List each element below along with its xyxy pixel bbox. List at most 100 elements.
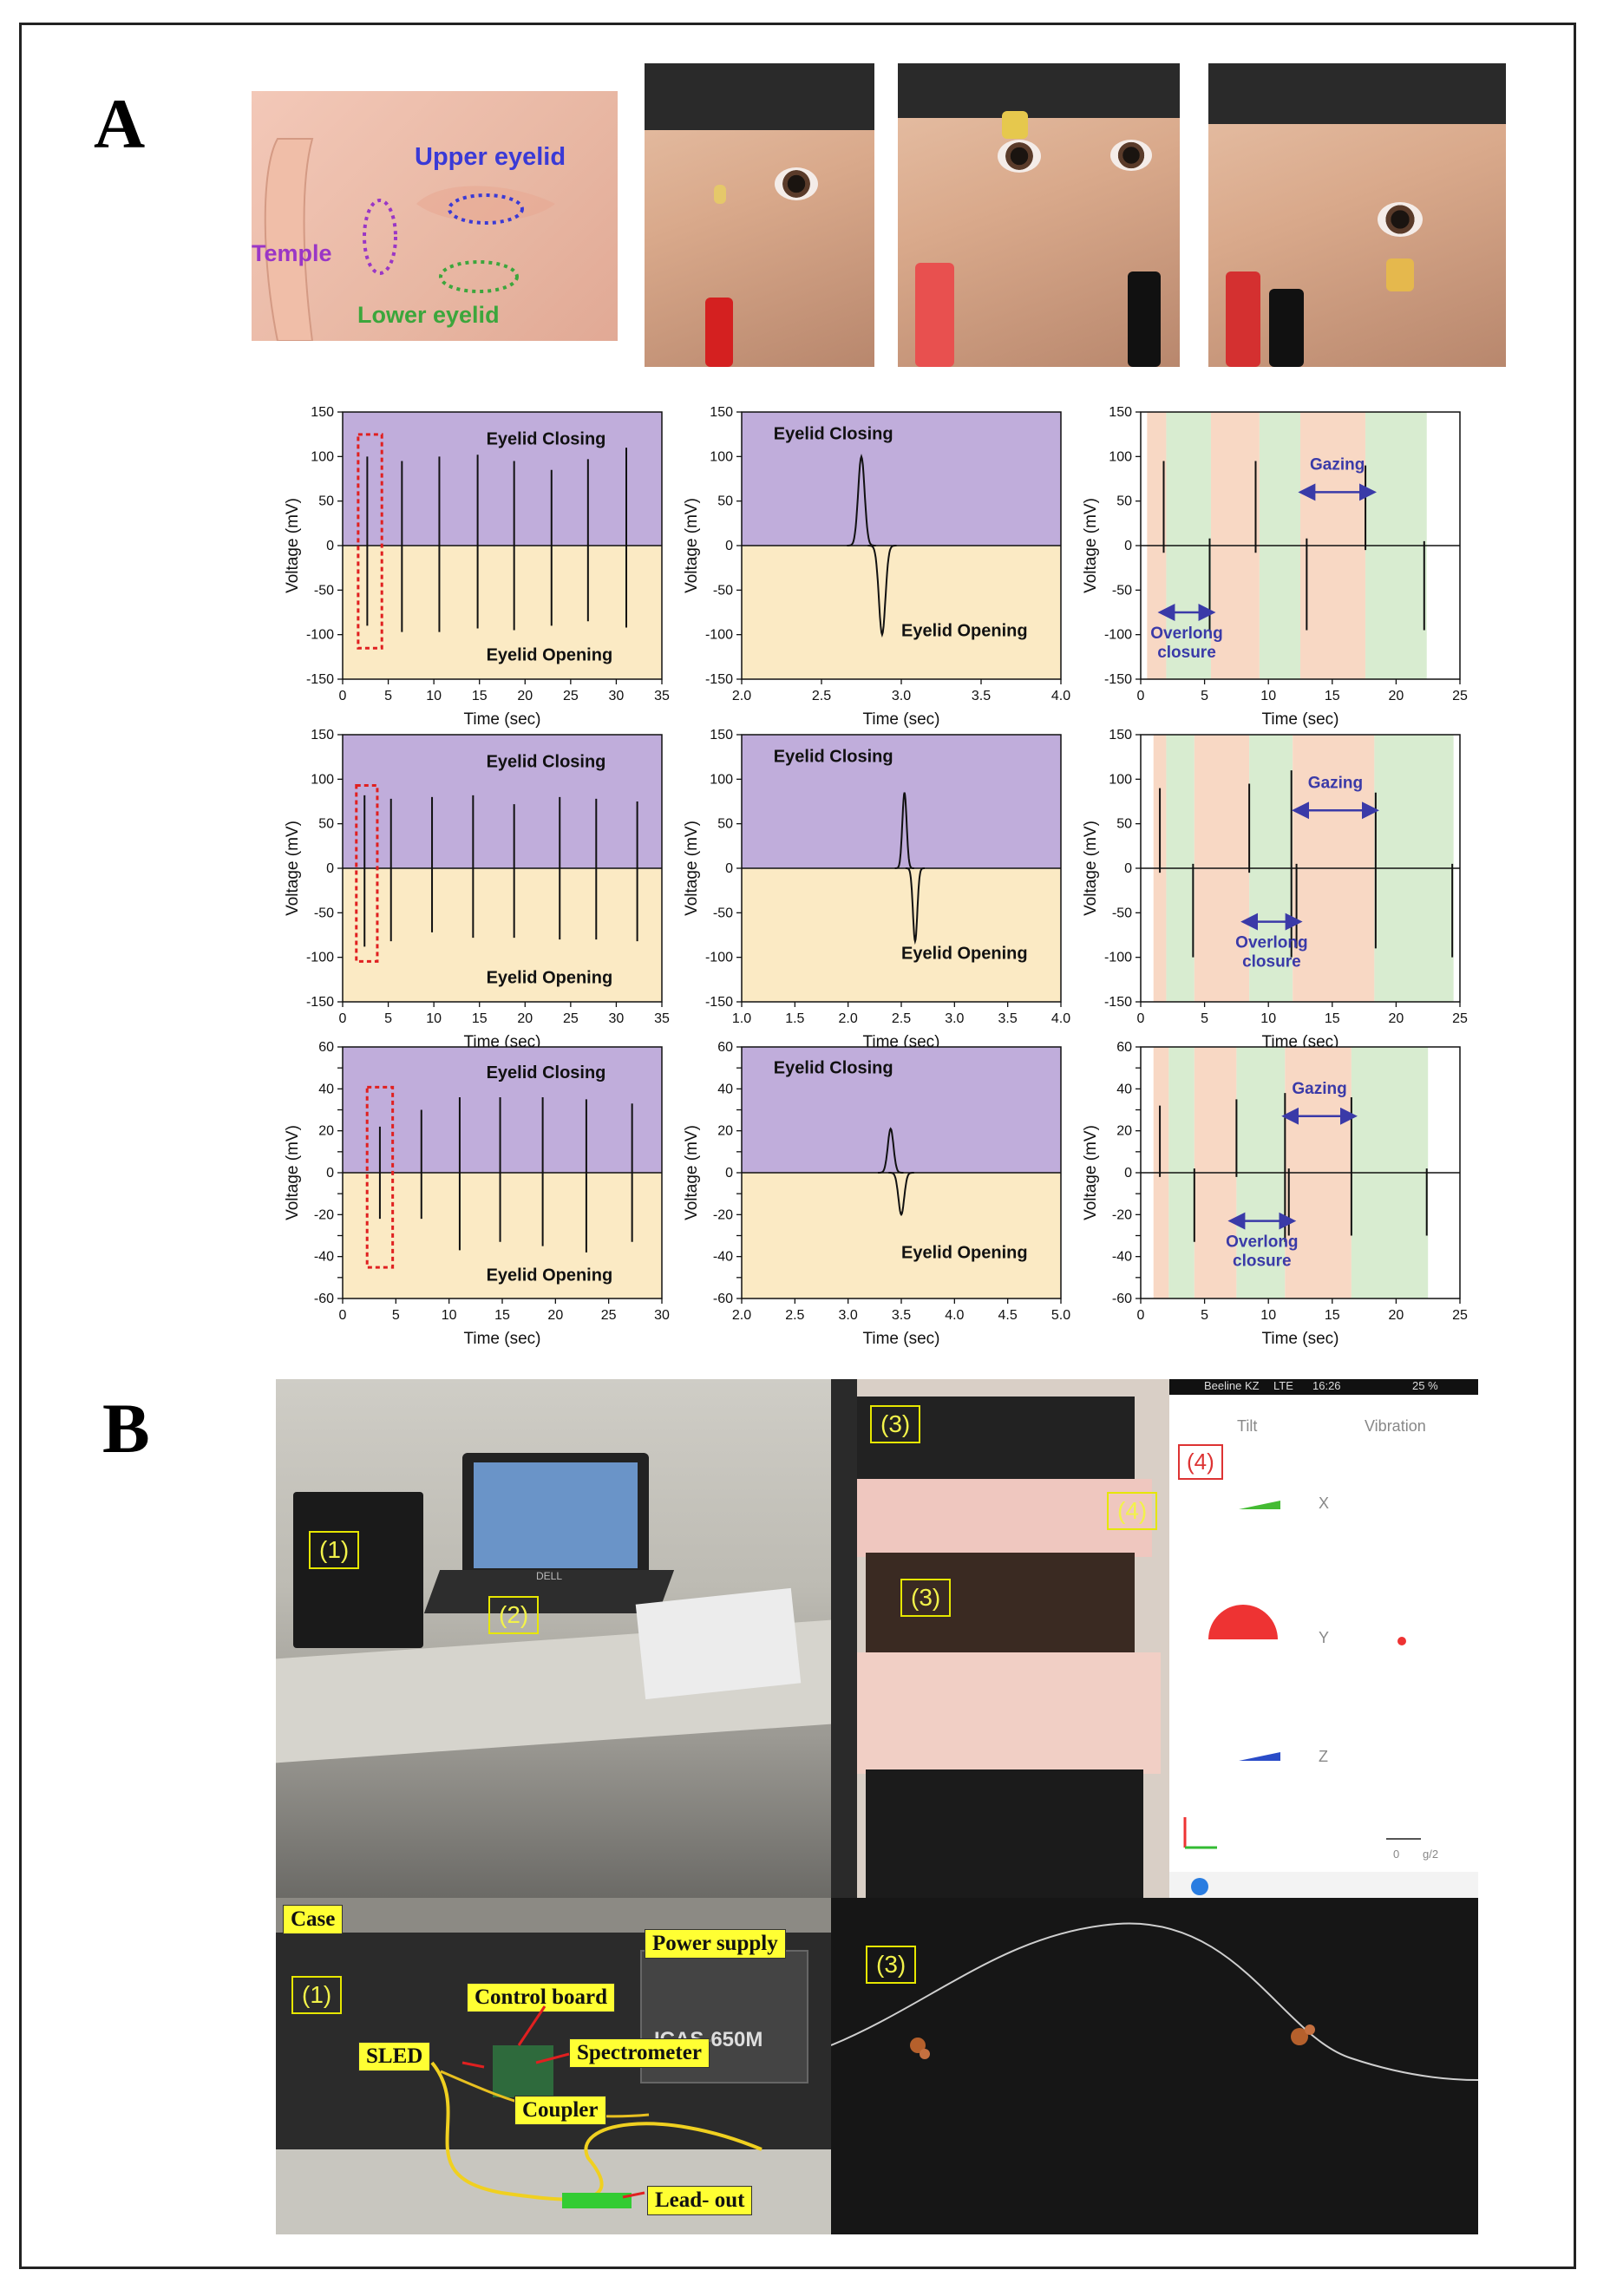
x-tick-label: 35 xyxy=(654,689,670,703)
status-time: 16:26 xyxy=(1312,1379,1341,1392)
y-tick-label: 40 xyxy=(1116,1082,1132,1096)
y-tick-label: -100 xyxy=(306,951,334,965)
eyelid-opening-label: Eyelid Opening xyxy=(487,1266,613,1285)
y-tick-label: -100 xyxy=(705,628,733,643)
y-tick-label: 20 xyxy=(318,1124,334,1139)
x-tick-label: 5 xyxy=(392,1308,400,1323)
y-axis-label: Voltage (mV) xyxy=(284,821,302,916)
signal-pulse-1 xyxy=(905,867,925,945)
y-tick-label: 0 xyxy=(326,1166,334,1181)
x-tick-label: 1.5 xyxy=(785,1011,804,1026)
x-tick-label: 3.5 xyxy=(998,1011,1018,1026)
y-tick-label: 0 xyxy=(326,539,334,553)
label-box-2: (2) xyxy=(488,1596,540,1634)
closing-region xyxy=(343,1047,662,1173)
tilt-header: Tilt xyxy=(1237,1417,1258,1435)
highlight-box xyxy=(357,433,383,650)
x-axis-label: Time (sec) xyxy=(463,1330,540,1348)
tag-case: Case xyxy=(283,1905,344,1934)
scale-zero: 0 xyxy=(1393,1848,1400,1861)
y-tick-label: 0 xyxy=(725,539,733,553)
y-tick-label: 50 xyxy=(318,817,334,832)
axis-y-label: Y xyxy=(1319,1629,1330,1646)
y-tick-label: 150 xyxy=(710,405,733,420)
eyelid-closing-label: Eyelid Closing xyxy=(774,1058,893,1077)
upper-eyelid-outline xyxy=(448,193,524,225)
x-axis-label: Time (sec) xyxy=(463,710,540,729)
x-tick-label: 0 xyxy=(1137,689,1145,703)
x-tick-label: 4.0 xyxy=(1051,689,1070,703)
x-tick-label: 25 xyxy=(563,689,579,703)
y-tick-label: 100 xyxy=(1109,449,1132,464)
opening-region xyxy=(742,1173,1061,1298)
eyelid-closing-label: Eyelid Closing xyxy=(487,430,606,449)
y-tick-label: 0 xyxy=(725,1166,733,1181)
photo-wearer: (3) (3) (4) xyxy=(831,1379,1169,1898)
x-tick-label: 2.5 xyxy=(785,1308,804,1323)
x-tick-label: 2.0 xyxy=(732,689,751,703)
y-tick-label: -50 xyxy=(314,906,334,920)
x-tick-label: 3.0 xyxy=(945,1011,964,1026)
opening-region xyxy=(742,868,1061,1002)
y-tick-label: 40 xyxy=(318,1082,334,1096)
x-tick-label: 30 xyxy=(609,689,625,703)
vibration-header: Vibration xyxy=(1365,1417,1426,1435)
signal-pulse-1 xyxy=(888,1172,914,1217)
closing-region xyxy=(742,1047,1061,1173)
x-tick-label: 20 xyxy=(547,1308,563,1323)
x-tick-label: 3.5 xyxy=(892,1308,911,1323)
y-tick-label: -150 xyxy=(1104,995,1132,1010)
eyelid-opening-label: Eyelid Opening xyxy=(487,968,613,987)
fiber-curve xyxy=(831,1922,1478,2081)
y-tick-label: 150 xyxy=(311,728,334,742)
tag-coupler: Coupler xyxy=(514,2096,606,2125)
y-tick-label: -50 xyxy=(1112,583,1132,598)
fiber-cables xyxy=(430,2061,763,2208)
label-box-4: (4) xyxy=(1107,1492,1158,1530)
y-tick-label: 100 xyxy=(1109,772,1132,787)
overlong-label: Overlong xyxy=(1226,1233,1298,1252)
y-tick-label: 40 xyxy=(717,1082,733,1096)
temple-label: Temple xyxy=(252,240,332,266)
x-tick-label: 2.0 xyxy=(732,1308,751,1323)
x-tick-label: 15 xyxy=(1325,1308,1340,1323)
x-tick-label: 2.0 xyxy=(839,1011,858,1026)
x-tick-label: 20 xyxy=(1389,689,1404,703)
lower-eyelid-label: Lower eyelid xyxy=(357,302,500,328)
lower-eyelid-outline xyxy=(439,260,519,293)
y-tick-label: 150 xyxy=(710,728,733,742)
x-axis-label: Time (sec) xyxy=(862,1330,939,1348)
eyelid-closing-label: Eyelid Closing xyxy=(774,425,893,444)
x-tick-label: 15 xyxy=(494,1308,510,1323)
y-tick-label: -20 xyxy=(1112,1207,1132,1222)
x-tick-label: 25 xyxy=(1452,1011,1468,1026)
gazing-label: Gazing xyxy=(1292,1080,1346,1098)
y-tick-label: 150 xyxy=(311,405,334,420)
label-box-3-lower: (3) xyxy=(900,1579,952,1617)
label-box-1-case: (1) xyxy=(291,1976,343,2014)
y-tick-label: 0 xyxy=(725,861,733,876)
x-tick-label: 20 xyxy=(1389,1308,1404,1323)
x-tick-label: 3.0 xyxy=(892,689,911,703)
face-photo-lower-eyelid xyxy=(1208,63,1506,367)
x-tick-label: 3.5 xyxy=(972,689,991,703)
y-tick-label: -100 xyxy=(306,628,334,643)
x-tick-label: 1.0 xyxy=(732,1011,751,1026)
closing-region xyxy=(343,412,662,546)
y-axis-label: Voltage (mV) xyxy=(1082,498,1100,593)
x-tick-label: 15 xyxy=(1325,1011,1340,1026)
y-axis-label: Voltage (mV) xyxy=(284,498,302,593)
y-tick-label: 60 xyxy=(1116,1040,1132,1055)
y-tick-label: 100 xyxy=(710,449,733,464)
x-tick-label: 5 xyxy=(1201,1011,1208,1026)
y-tick-label: 20 xyxy=(717,1124,733,1139)
x-tick-label: 5 xyxy=(384,689,392,703)
x-tick-label: 2.5 xyxy=(892,1011,911,1026)
y-tick-label: -50 xyxy=(713,906,733,920)
closing-region xyxy=(343,735,662,868)
